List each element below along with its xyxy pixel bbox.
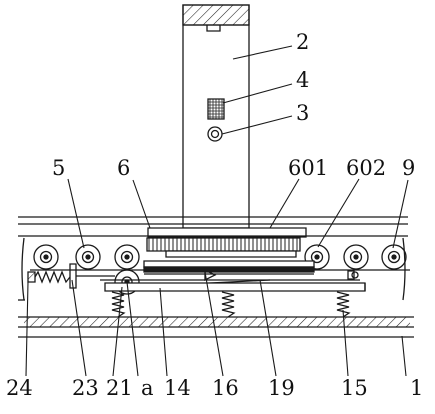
label-a: a [141,376,154,400]
vertical-column [183,5,249,228]
slider-rail [144,261,314,284]
label-14: 14 [164,376,191,400]
frame [18,217,408,300]
label-21: 21 [106,376,133,400]
label-6: 6 [117,156,131,180]
vertical-springs [112,292,349,317]
label-5: 5 [52,156,66,180]
label-601: 601 [288,156,329,180]
label-9: 9 [402,156,416,180]
gear-rack [147,238,300,257]
label-23: 23 [72,376,99,400]
label-15: 15 [341,376,368,400]
display-grill [208,99,224,119]
lower-plate [105,271,365,291]
label-4: 4 [296,68,310,92]
top-plate [148,228,306,237]
label-3: 3 [296,101,310,125]
label-19: 19 [268,376,295,400]
label-2: 2 [296,30,310,54]
leader-lines [26,46,408,376]
label-1: 1 [410,376,424,400]
label-24: 24 [6,376,33,400]
label-16: 16 [212,376,239,400]
label-602: 602 [346,156,387,180]
